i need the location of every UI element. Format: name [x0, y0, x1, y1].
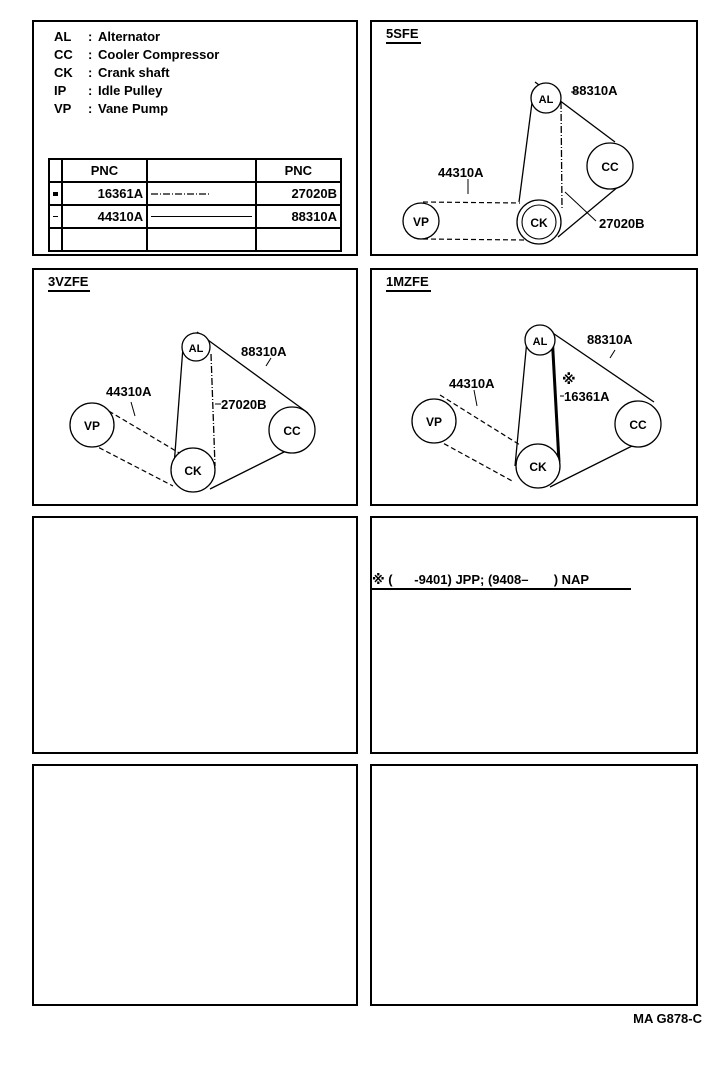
callout-label: 16361A — [564, 389, 610, 404]
legend-list: AL:Alternator CC:Cooler Compressor CK:Cr… — [54, 28, 219, 118]
pulley-ck — [516, 199, 562, 245]
panel-title: 5SFE — [386, 26, 421, 44]
callout-label: 88310A — [587, 332, 633, 347]
empty-panel — [32, 516, 358, 754]
line-sample-thick-solid — [48, 181, 63, 206]
pulley-label: CC — [283, 424, 301, 438]
empty-panel — [32, 764, 358, 1006]
callout-label: 44310A — [449, 376, 495, 391]
legend-panel: AL:Alternator CC:Cooler Compressor CK:Cr… — [32, 20, 358, 256]
pulley-label: CK — [184, 464, 202, 478]
callout-label: 44310A — [106, 384, 152, 399]
table-row — [48, 227, 343, 252]
pulley-ck — [170, 447, 216, 493]
panel-title: 3VZFE — [48, 274, 91, 292]
note-panel: ※ ( -9401) JPP; (9408– ) NAP — [370, 516, 698, 754]
callout-label: 27020B — [221, 397, 267, 412]
line-sample-dash-dot — [146, 181, 257, 206]
pulley-label: VP — [413, 215, 429, 229]
empty-panel — [370, 764, 698, 1006]
pulley-vp — [69, 402, 115, 448]
pulley-al — [524, 324, 556, 356]
pulley-al — [530, 82, 562, 114]
diagram-panel-5sfe: 5SFE AL CC CK VP 88310A 44310A 27020B — [370, 20, 698, 256]
diagram-panel-1mzfe: 1MZFE AL CC CK VP 88310A 44310A ※ 16361A — [370, 268, 698, 506]
figure-code: MA G878-C — [633, 1011, 702, 1026]
pulley-cc — [586, 142, 634, 190]
pulley-ck-inner — [521, 204, 557, 240]
pulley-label: CC — [601, 160, 619, 174]
legend-item: IP:Idle Pulley — [54, 83, 163, 98]
pulley-label: CK — [530, 216, 548, 230]
callout-label: 88310A — [241, 344, 287, 359]
belt-diagram-1mzfe: AL CC CK VP 88310A 44310A ※ 16361A — [411, 324, 662, 489]
legend-item: CK:Crank shaft — [54, 65, 170, 80]
pulley-label: AL — [189, 343, 204, 355]
pnc-code: 16361A — [60, 181, 149, 206]
pnc-header: PNC — [60, 158, 149, 183]
belt-diagram-5sfe: AL CC CK VP 88310A 44310A 27020B — [402, 81, 645, 245]
table-row: 44310A 88310A — [48, 204, 343, 229]
callout-label: 88310A — [572, 83, 618, 98]
footnote-text: ※ ( -9401) JPP; (9408– ) NAP — [372, 572, 632, 590]
line-sample-dashed — [48, 204, 63, 229]
pnc-table: PNC PNC 16361A 27020B 44310A 88310A — [48, 158, 343, 252]
legend-item: AL:Alternator — [54, 29, 161, 44]
table-header-row: PNC PNC — [48, 158, 343, 183]
pulley-label: CK — [529, 460, 547, 474]
callout-label: 27020B — [599, 216, 645, 231]
diagram-panel-3vzfe: 3VZFE AL CC CK VP 88310A 44310A 27020B — [32, 268, 358, 506]
pulley-vp — [411, 398, 457, 444]
pulley-cc — [614, 400, 662, 448]
pnc-code: 88310A — [254, 204, 343, 229]
line-sample-thin-solid — [146, 204, 257, 229]
legend-item: CC:Cooler Compressor — [54, 47, 220, 62]
table-row: 16361A 27020B — [48, 181, 343, 206]
pulley-label: VP — [84, 419, 100, 433]
legend-item: VP:Vane Pump — [54, 101, 169, 116]
pnc-code: 27020B — [254, 181, 343, 206]
pulley-label: AL — [533, 336, 548, 348]
pulley-label: AL — [539, 94, 554, 106]
callout-label: 44310A — [438, 165, 484, 180]
panel-title: 1MZFE — [386, 274, 431, 292]
pulley-cc — [268, 406, 316, 454]
pulley-ck — [515, 443, 561, 489]
pnc-code: 44310A — [60, 204, 149, 229]
asterisk-mark: ※ — [562, 371, 576, 387]
pulley-label: CC — [629, 418, 647, 432]
pulley-label: VP — [426, 415, 442, 429]
pulley-vp — [402, 202, 440, 240]
pulley-al — [181, 332, 211, 362]
belt-diagram-3vzfe: AL CC CK VP 88310A 44310A 27020B — [69, 331, 316, 493]
pnc-header: PNC — [254, 158, 343, 183]
